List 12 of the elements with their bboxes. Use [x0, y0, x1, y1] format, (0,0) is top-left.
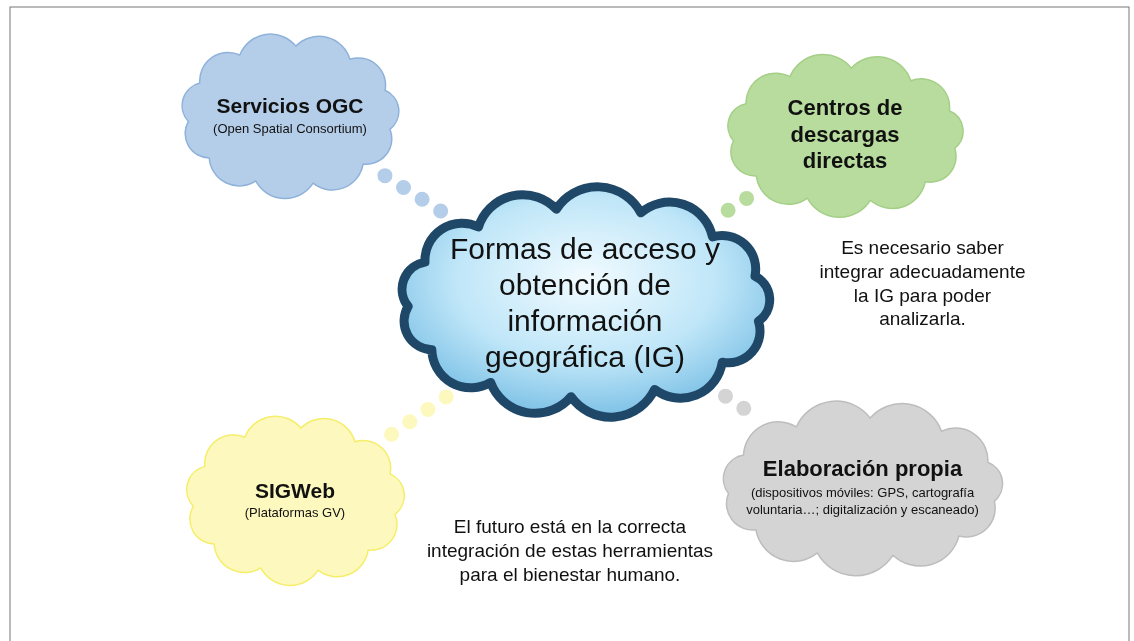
bubble-trail: [376, 167, 449, 219]
cloud-heading: Elaboración propia: [761, 456, 964, 483]
cloud-heading: Servicios OGC: [215, 93, 365, 119]
bubble-trail: [720, 189, 757, 218]
note-text: El futuro está en la correcta integración de estas herramientas para el bienestar humano.: [425, 515, 715, 587]
cloud-heading: Centros de descargas directas: [786, 95, 904, 175]
cloud-heading: SIGWeb: [253, 477, 337, 504]
cloud-note: (Plataformas GV): [243, 505, 347, 523]
cloud-note: (Open Spatial Consortium): [212, 120, 368, 138]
cloud-title: Formas de acceso y obtención de información geográfica (IG): [448, 230, 722, 375]
cloud-note: (dispositivos móviles: GPS, cartografía voluntaria…; digitalización y escaneado): [745, 484, 980, 519]
note-text: Es necesario saber integrar adecuadamente la IG para poder analizarla.: [818, 236, 1027, 331]
